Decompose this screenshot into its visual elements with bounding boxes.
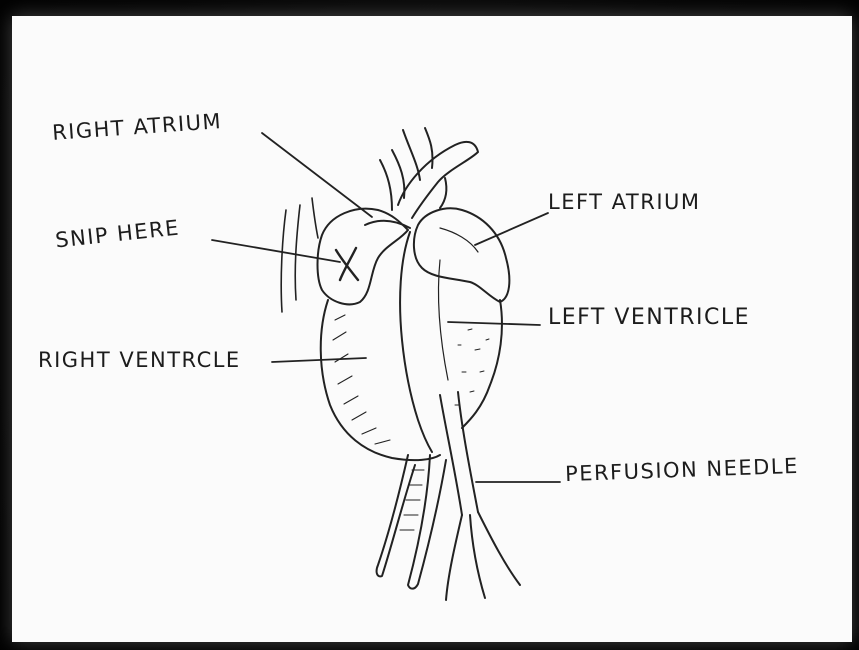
left-ventricle-pointer bbox=[448, 322, 540, 325]
snip-x-mark bbox=[336, 248, 358, 280]
left-atrium-shape bbox=[414, 208, 509, 302]
right-atrium-pointer bbox=[262, 133, 372, 217]
label-pointer-lines bbox=[212, 133, 560, 482]
snip-here-pointer bbox=[212, 240, 340, 262]
right-ventricle-pointer bbox=[272, 358, 366, 362]
great-vessels bbox=[380, 128, 478, 218]
left-ventricle-label: LEFT VENTRICLE bbox=[548, 305, 750, 330]
left-atrium-pointer bbox=[475, 213, 548, 245]
left-atrium-label: LEFT ATRIUM bbox=[548, 190, 701, 214]
forceps-and-needle bbox=[377, 392, 520, 600]
right-ventricle-label: RIGHT VENTRCLE bbox=[38, 348, 241, 372]
